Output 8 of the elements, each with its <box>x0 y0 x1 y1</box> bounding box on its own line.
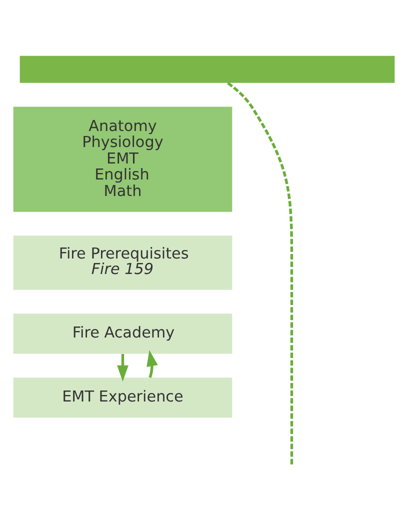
node-box: Fire Prerequisites Fire 159 <box>12 235 232 290</box>
node-box: EMT Experience <box>12 377 232 418</box>
arrow <box>146 349 158 378</box>
arrow <box>116 353 128 382</box>
node-box: Fire Academy <box>12 313 232 354</box>
connector <box>226 81 293 466</box>
node-box <box>19 55 394 82</box>
node-box: Anatomy Physiology EMT English Math <box>12 106 232 212</box>
